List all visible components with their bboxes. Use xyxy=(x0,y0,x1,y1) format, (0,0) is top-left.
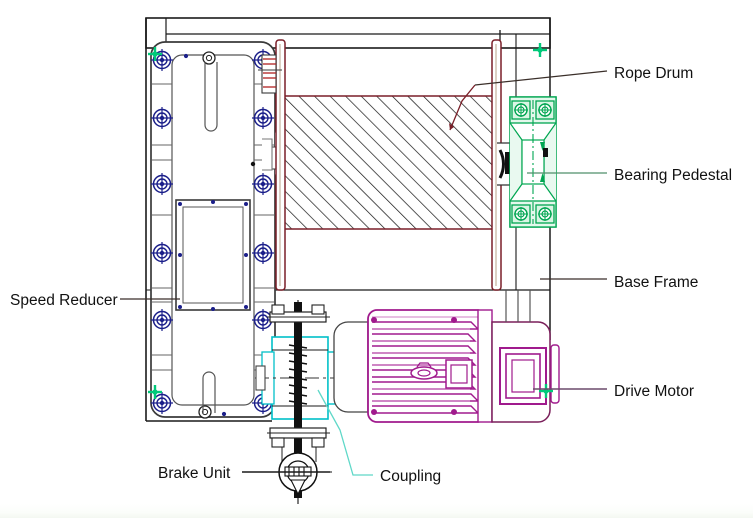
leader-lines xyxy=(120,70,608,476)
label-base-frame: Base Frame xyxy=(614,274,698,291)
brake-upper-yoke xyxy=(267,304,330,323)
drum-right-shaft-seat xyxy=(497,142,512,186)
label-bearing-pedestal: Bearing Pedestal xyxy=(614,167,732,184)
label-brake-unit: Brake Unit xyxy=(158,465,231,482)
label-coupling: Coupling xyxy=(380,468,441,485)
brake-lower-yoke xyxy=(267,427,330,462)
brake-wheel xyxy=(264,452,332,496)
bearing-pedestal-group xyxy=(509,96,557,228)
label-texts: Rope Drum Bearing Pedestal Base Frame Dr… xyxy=(10,65,732,485)
drum-left-fastener-detail xyxy=(258,54,282,94)
leader-rope-drum xyxy=(474,70,608,86)
rope-drum-group xyxy=(258,39,512,291)
speed-reducer-group xyxy=(146,41,287,419)
leader-coupling xyxy=(317,389,373,476)
label-speed-reducer: Speed Reducer xyxy=(10,292,118,309)
motor-lifting-eye xyxy=(410,362,438,380)
drive-motor-group xyxy=(333,290,560,423)
label-rope-drum: Rope Drum xyxy=(614,65,693,82)
label-drive-motor: Drive Motor xyxy=(614,383,694,400)
